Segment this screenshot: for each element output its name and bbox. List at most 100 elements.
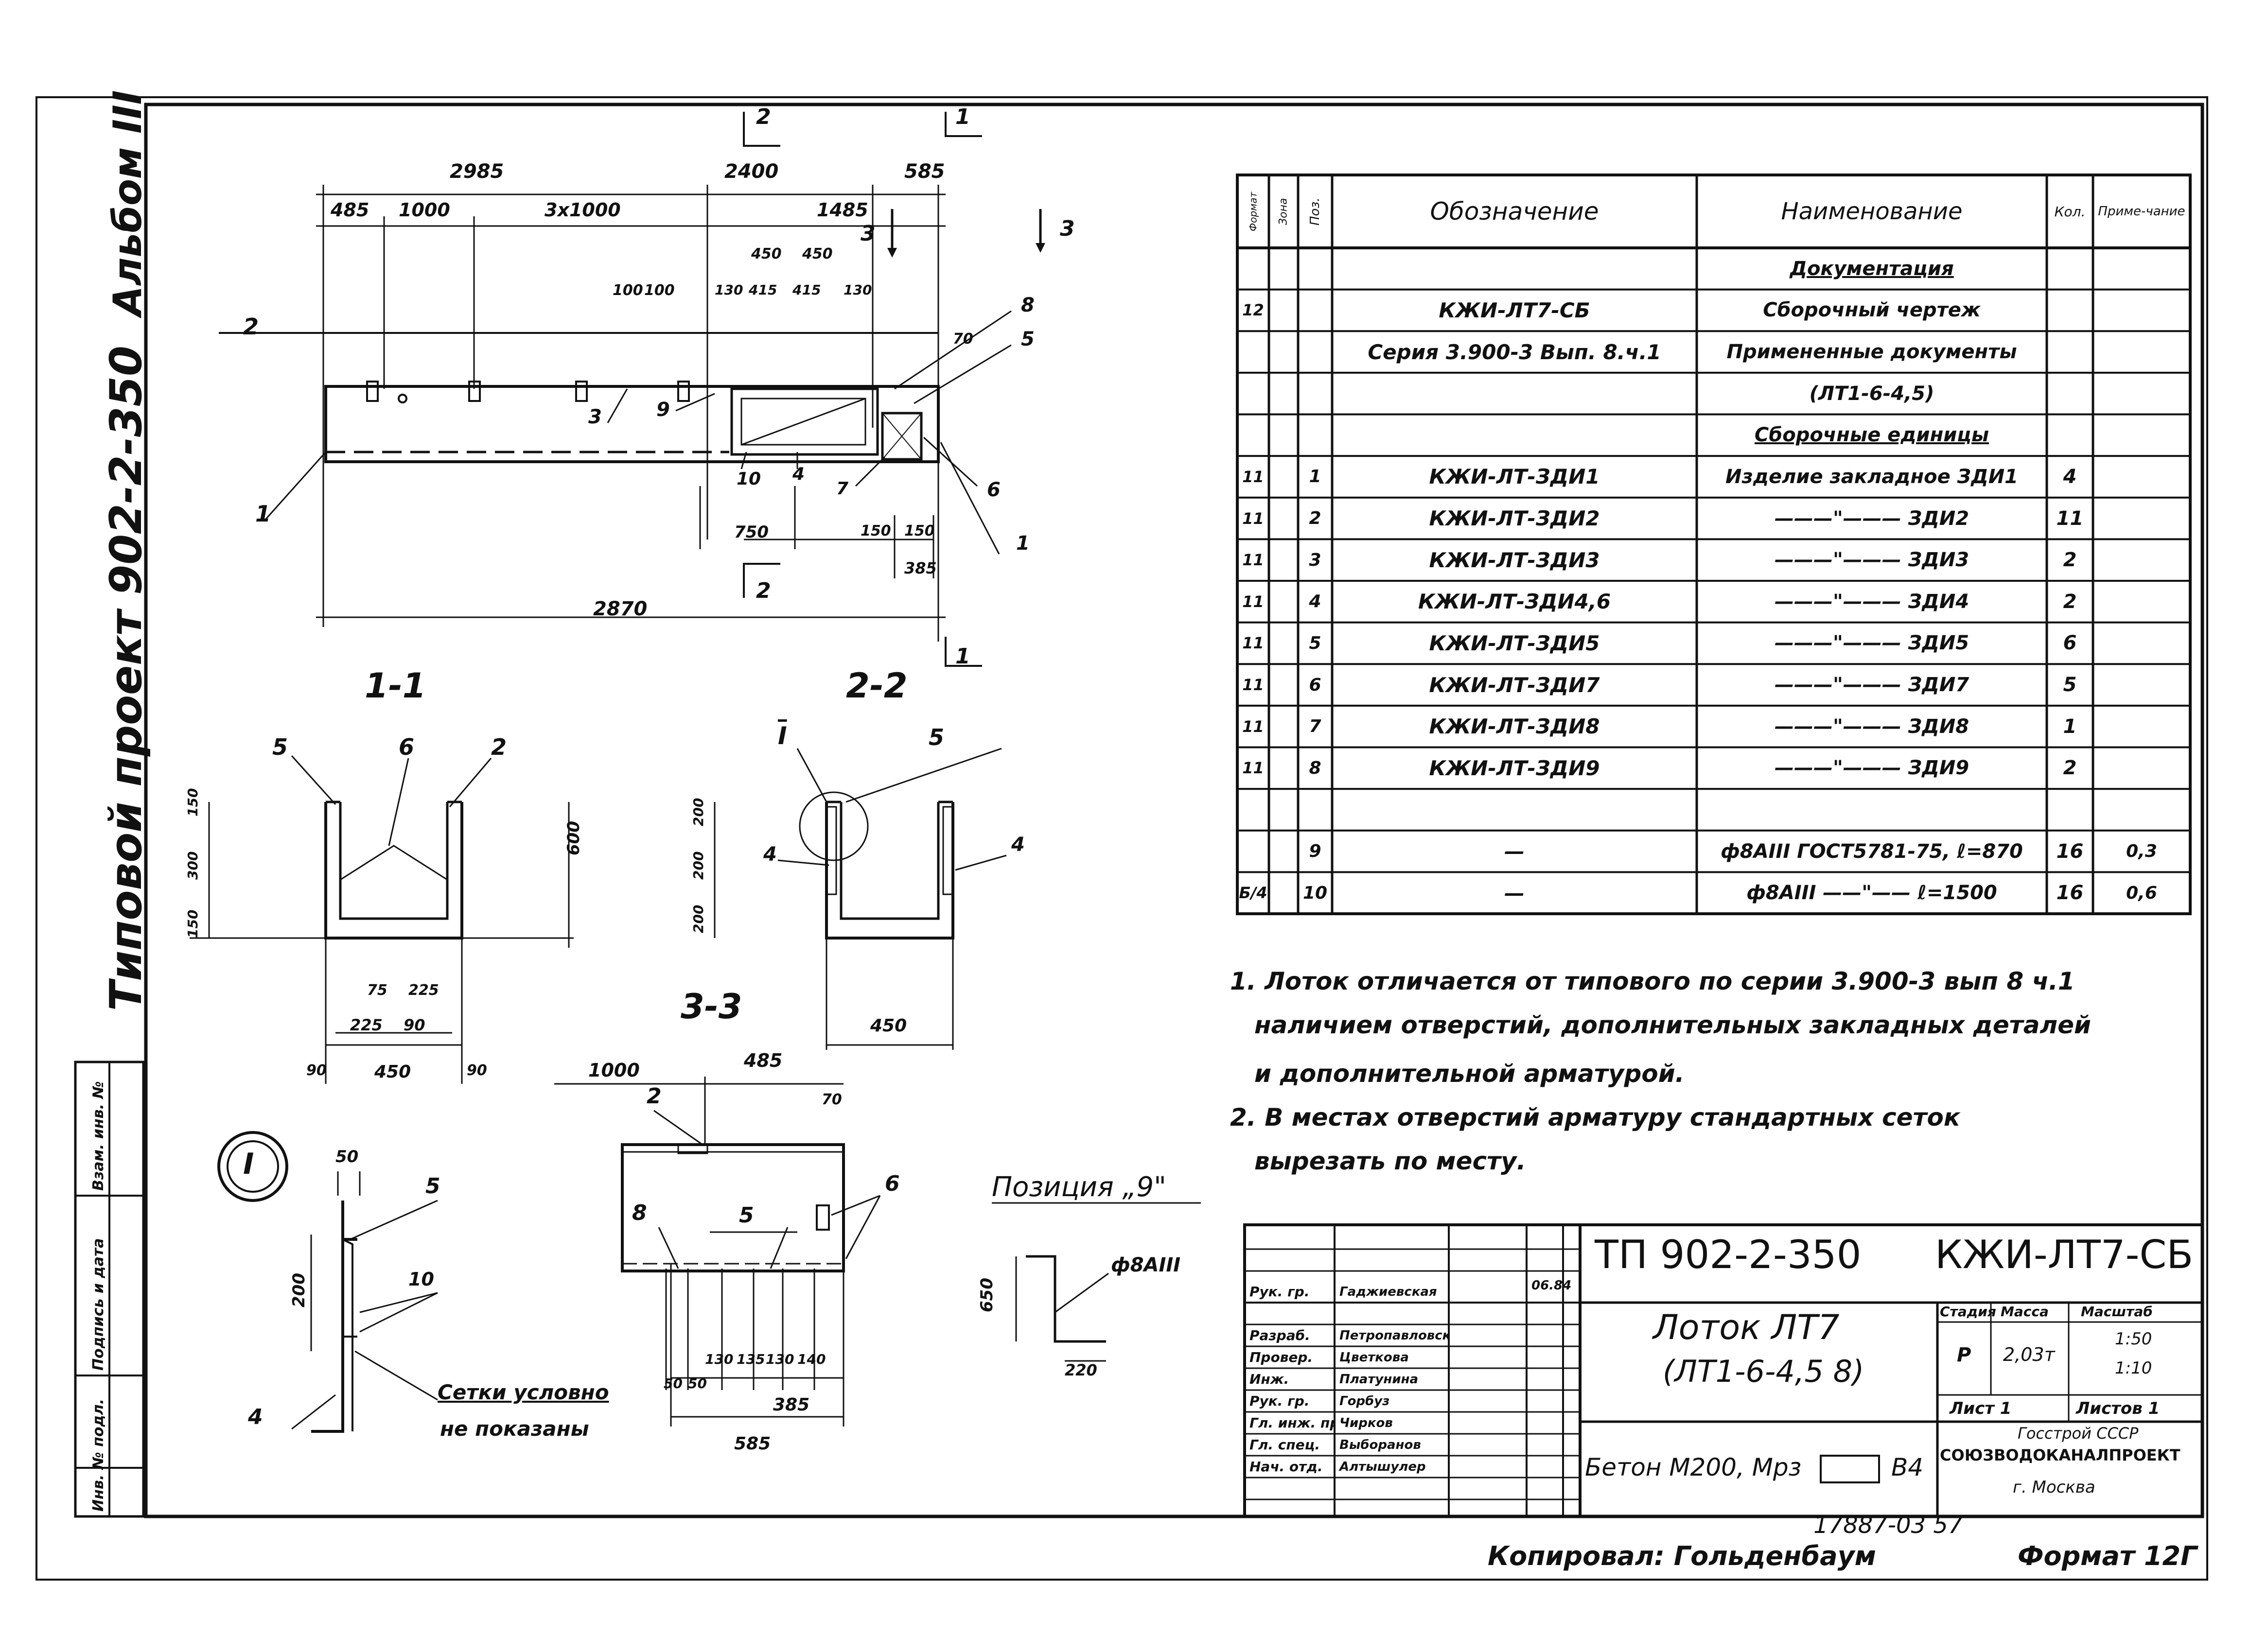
side-stamp-col3: Взам. инв. № <box>90 1081 107 1191</box>
s11-pos-5: 5 <box>272 734 288 760</box>
plan-pos-5: 5 <box>1021 328 1035 350</box>
tb-code: КЖИ-ЛТ7-СБ <box>1935 1232 2194 1277</box>
tb-scale1: 1:50 <box>2115 1329 2152 1349</box>
spec-cell-pos: 6 <box>1309 675 1321 695</box>
spec-cell-fmt: Б/4 <box>1239 884 1267 903</box>
spec-cell-name: Изделие закладное ЗДИ1 <box>1725 465 2019 488</box>
s11-dim-225a: 225 <box>350 1016 383 1034</box>
album-label: Альбом III <box>105 90 150 319</box>
plan-pos-4: 4 <box>792 464 805 484</box>
section-1-1-title: 1-1 <box>365 666 426 706</box>
spec-cell-pos <box>1298 290 1332 331</box>
plan-pos-2: 2 <box>243 313 259 340</box>
s33-dim-50a: 50 <box>664 1375 683 1392</box>
tb-role-name: Чирков <box>1339 1415 1393 1430</box>
detail-dim-200: 200 <box>289 1273 309 1307</box>
spec-cell-qty: 6 <box>2063 632 2077 655</box>
spec-cell-designation: КЖИ-ЛТ-ЗДИ4,6 <box>1418 590 1611 614</box>
tb-material: Бетон М200, Мрз <box>1585 1453 1802 1481</box>
spec-header-designation: Обозначение <box>1430 197 1599 226</box>
footer-copied: Копировал: Гольденбаум <box>1488 1541 1876 1571</box>
spec-cell-pos <box>1298 415 1332 456</box>
section-1-1-drawing <box>190 755 574 1084</box>
outer-frame <box>35 96 2208 1581</box>
spec-cell-fmt <box>1237 415 1269 456</box>
spec-cell-qty <box>2047 248 2093 290</box>
spec-cell-zone <box>1269 831 1298 872</box>
spec-cell-zone <box>1269 581 1298 623</box>
spec-cell-name: (ЛТ1-6-4,5) <box>1809 382 1934 405</box>
s11-dim-75b: 225 <box>408 982 439 999</box>
spec-cell-fmt: 12 <box>1242 301 1264 320</box>
plan-dim-150a: 150 <box>861 522 891 540</box>
plan-dim-70: 70 <box>953 331 973 348</box>
tb-org1: Госстрой СССР <box>2018 1424 2139 1443</box>
spec-cell-note <box>2093 456 2190 498</box>
s33-dim-140: 140 <box>797 1351 826 1367</box>
spec-cell-note <box>2093 664 2190 706</box>
spec-cell-pos <box>1298 248 1332 290</box>
spec-cell-fmt <box>1237 831 1269 872</box>
plan-pos-7: 7 <box>836 479 849 499</box>
plan-pos-6: 6 <box>987 479 1001 501</box>
note-line-5: вырезать по месту. <box>1254 1147 1526 1175</box>
spec-cell-pos <box>1298 789 1332 831</box>
spec-cell-qty <box>2047 290 2093 331</box>
detail-note-line1: Сетки условно <box>438 1380 609 1404</box>
plan-dim-415a: 415 <box>749 282 777 298</box>
tb-role-label: Гл. спец. <box>1249 1437 1320 1453</box>
spec-cell-name: ———"——— ЗДИ9 <box>1774 757 1969 780</box>
s33-dim-385: 385 <box>773 1395 810 1415</box>
s33-pos-5: 5 <box>739 1203 754 1228</box>
spec-cell-pos: 10 <box>1302 883 1328 903</box>
tb-scale2: 1:10 <box>2115 1358 2152 1378</box>
spec-cell-qty <box>2047 789 2093 831</box>
tb-role-label: Разраб. <box>1249 1327 1310 1343</box>
spec-cell-name: Документация <box>1790 257 1954 280</box>
tb-role-name: Платунина <box>1339 1372 1419 1387</box>
spec-cell-qty: 4 <box>2063 465 2077 488</box>
spec-cell-zone <box>1269 373 1298 415</box>
spec-cell-note <box>2093 581 2190 623</box>
plan-cut-2-bot: 2 <box>756 578 771 603</box>
spec-cell-fmt <box>1237 789 1269 831</box>
spec-header-name: Наименование <box>1781 198 1963 225</box>
section-2-2-drawing <box>714 748 1007 1050</box>
spec-cell-pos: 7 <box>1309 716 1321 737</box>
note-line-2: наличием отверстий, дополнительных закла… <box>1254 1011 2092 1039</box>
spec-table-grid <box>1236 174 2192 915</box>
spec-cell-designation: — <box>1504 839 1525 864</box>
s33-dim-130a: 130 <box>705 1351 734 1367</box>
spec-cell-qty: 11 <box>2056 507 2084 530</box>
s11-dim-450: 450 <box>374 1062 411 1082</box>
spec-cell-qty: 5 <box>2063 674 2077 696</box>
detail-pos-5: 5 <box>425 1174 440 1199</box>
s33-dim-70: 70 <box>822 1091 842 1108</box>
spec-cell-designation: КЖИ-ЛТ-ЗДИ2 <box>1429 506 1600 531</box>
tb-material-suffix: В4 <box>1891 1453 1924 1481</box>
spec-cell-note <box>2093 498 2190 540</box>
plan-dim-1000: 1000 <box>399 199 450 221</box>
spec-cell-name: ———"——— ЗДИ3 <box>1774 549 1969 572</box>
spec-cell-note: 0,3 <box>2126 841 2157 862</box>
s22-pos-5: 5 <box>929 724 945 750</box>
note-line-4: 2. В местах отверстий арматуру стандартн… <box>1230 1103 1960 1131</box>
s11-dim-225b: 90 <box>404 1016 425 1034</box>
tb-name-line2: (ЛТ1-6-4,5 8) <box>1663 1354 1864 1389</box>
s33-dim-130b: 130 <box>766 1351 794 1367</box>
spec-cell-qty: 2 <box>2063 590 2077 613</box>
spec-header-pos: Поз. <box>1308 197 1322 226</box>
plan-dim-2985: 2985 <box>450 160 504 183</box>
s22-pos-4b: 4 <box>1011 834 1025 856</box>
plan-view <box>219 112 1045 667</box>
s33-dim-585: 585 <box>734 1434 771 1454</box>
section-2-2-title: 2-2 <box>846 666 908 706</box>
spec-cell-fmt: 11 <box>1242 592 1264 611</box>
tb-org3: г. Москва <box>2013 1478 2095 1497</box>
spec-cell-fmt: 11 <box>1242 759 1264 778</box>
spec-cell-name: ———"——— ЗДИ7 <box>1774 674 1969 696</box>
spec-cell-note <box>2093 331 2190 373</box>
spec-cell-note <box>2093 623 2190 664</box>
section-3-3-drawing <box>554 1077 881 1427</box>
